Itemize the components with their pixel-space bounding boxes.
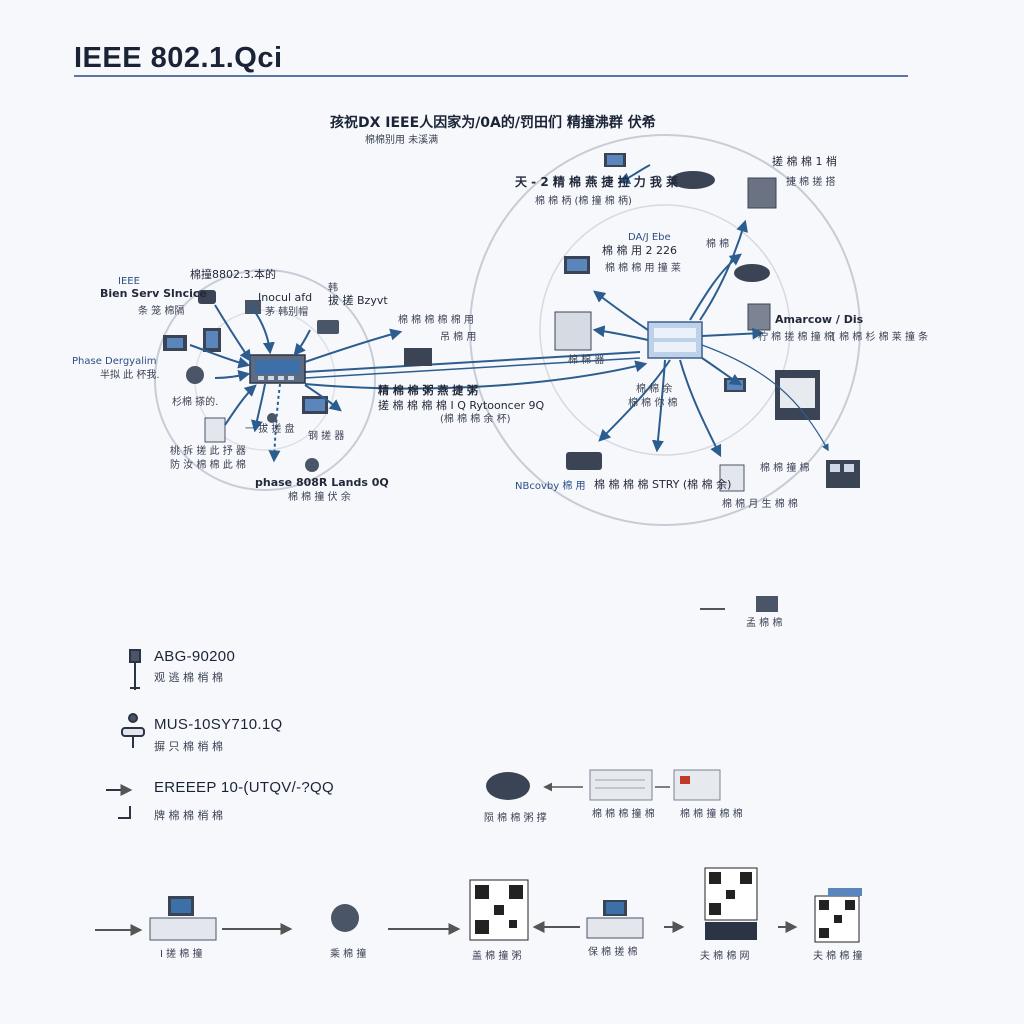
label-br: 棉 棉 撞 棉 — [760, 463, 810, 474]
antenna-icon — [719, 464, 745, 492]
printer-icon — [756, 596, 778, 612]
label-top-mid-sub: 棉 棉 柄 (棉 撞 棉 柄) — [535, 196, 632, 207]
label-ama-right: [ 棉 棉 杉 棉 莱 撞 条 — [832, 332, 929, 343]
top-heading: 孩祝DX IEEE人因家为/0A的/罚田们 精撞沸群 伏希 — [330, 115, 656, 131]
label-phase: Phase Dergyalim — [72, 356, 157, 367]
vr-headset-icon — [486, 772, 530, 800]
cabinet-icon — [554, 311, 592, 351]
controller-icon — [673, 769, 721, 801]
bottom-chain-label-2: 乘 棉 撞 — [330, 949, 367, 960]
top-heading-sub: 棉棉别用 未溪满 — [365, 135, 439, 146]
label-ama-sub: 柠 棉 搓 棉 撞 棉 — [758, 332, 834, 343]
label-bzmt-top: 韩 — [328, 283, 338, 294]
label-ncbottom: NBcovby 棉 用 — [515, 481, 586, 492]
machine-icon — [747, 177, 777, 209]
label-top-right-sub: 捷 棉 搓 搭 — [786, 177, 836, 188]
mid-chain-label-2: 棉 棉 棉 撞 棉 — [592, 809, 655, 820]
link-label-3: (棉 棉 棉 余 杯) — [440, 414, 511, 425]
bottom-chain — [95, 867, 862, 943]
right-arrows — [592, 164, 829, 458]
label-bottom: phase 808R Lands 0Q — [255, 476, 389, 489]
label-center2: 棉 棉 你 棉 — [628, 398, 678, 409]
label-bottom-left2: 防 汝 棉 棉 此 棉 — [170, 460, 246, 471]
label-inner3: 棉 棉 棉 用 撞 莱 — [605, 263, 681, 274]
legend-sub-1: 观 逃 棉 梢 棉 — [154, 671, 223, 684]
label-inoculatd: Inocul afd — [258, 291, 313, 304]
mid-chain-label-3: 棉 棉 撞 棉 棉 — [680, 809, 743, 820]
bottom-chain-label-3: 盖 棉 撞 粥 — [472, 951, 522, 962]
router-icon — [566, 452, 602, 470]
terminal-icon — [586, 917, 644, 939]
page-title: IEEE 802.1.Qci — [74, 42, 283, 74]
label-right1: 棉 棉 棉 棉 棉 用 — [398, 315, 474, 326]
left-outer-ring — [154, 269, 376, 491]
label-bottom-sub: 棉 棉 撞 伏 余 — [288, 492, 351, 503]
gateway-icon — [404, 348, 432, 366]
label-center-low2: 钢 搓 器 — [308, 431, 345, 442]
bottom-chain-label-6: 夫 棉 棉 撞 — [813, 951, 863, 962]
legend-sub-2: 摒 只 棉 梢 棉 — [154, 740, 223, 753]
sensor-icon — [734, 264, 770, 282]
link-label-1: 精 棉 棉 粥 燕 捷 粥 — [378, 384, 478, 397]
label-bien: Bien Serv Slncice — [100, 287, 207, 300]
right-switch-icon — [647, 321, 703, 359]
label-br2: 棉 棉 月 生 棉 棉 — [722, 499, 798, 510]
right-inner-ring — [539, 204, 791, 456]
sensor-icon — [305, 458, 319, 472]
title-rule — [74, 75, 908, 77]
label-left-mid: 杉棉 搽的. — [172, 397, 219, 408]
legend-sub-3: 牌 棉 棉 梢 棉 — [154, 809, 223, 822]
mid-chain-label-1: 陨 棉 棉 粥 撑 — [484, 813, 547, 824]
bottom-chain-label-5: 夫 棉 棉 网 — [700, 951, 750, 962]
server-panel-icon — [589, 769, 653, 801]
link-label-2: 搓 棉 棉 棉 棉 I Q Rytooncer 9Q — [378, 399, 545, 412]
label-right2: 吊 棉 用 — [440, 332, 477, 343]
printer-icon — [317, 320, 339, 334]
label-inner-right: 棉 棉 — [706, 239, 730, 250]
right-devices — [554, 153, 860, 492]
inter-cluster-link — [304, 351, 648, 390]
label-center: 棉 棉 余 — [636, 384, 673, 395]
robot-icon — [186, 366, 204, 384]
rack-icon — [747, 303, 771, 331]
console-icon — [705, 922, 757, 940]
left-arrows — [189, 304, 403, 463]
label-ama: Amarcow / Dis — [775, 313, 864, 326]
label-top-mid: 天 - 2 精 棉 燕 捷 拉 力 我 莱 — [515, 175, 679, 189]
legend-code-2: MUS-10SY710.1Q — [154, 716, 283, 733]
label-center-low: 一 拔 搓 盘 — [245, 424, 295, 435]
server-icon — [204, 417, 226, 443]
label-bottom-left: 桃 拆 搓 此 抒 器 — [170, 446, 246, 457]
label-inner: DA/J Ebe — [628, 232, 671, 243]
label-ncbottom2: 棉 棉 棉 棉 STRY (棉 棉 余) — [594, 478, 732, 491]
label-inner2: 棉 棉 用 2 226 — [602, 244, 677, 257]
module-icon — [245, 300, 261, 314]
bottom-chain-label-1: I 搓 棉 撞 — [160, 949, 203, 960]
legend-code-1: ABG-90200 — [154, 648, 236, 665]
right-outer-ring — [469, 134, 861, 526]
legend-code-3: EREEEP 10-(UTQV/-?QQ — [154, 779, 334, 796]
mid-right-label: 孟 棉 棉 — [746, 618, 783, 629]
mid-chain — [486, 769, 721, 801]
left-switch-icon — [249, 354, 306, 384]
left-devices — [163, 290, 432, 472]
bottom-chain-label-4: 保 棉 搓 棉 — [588, 947, 638, 958]
label-top: 棉撞8802.3.本的 — [190, 268, 276, 281]
probe-icon — [671, 171, 715, 189]
label-mid: 棉 棉 器 — [568, 355, 605, 366]
label-bzmt: 拔 搓 Bzyvt — [328, 294, 388, 307]
camera-icon — [198, 290, 216, 304]
label-top-right: 搓 棉 棉 1 梢 — [772, 155, 837, 168]
mid-right-device — [700, 596, 778, 612]
robot-arm-icon — [331, 904, 359, 932]
node-icon — [267, 413, 277, 423]
workstation-icon — [149, 917, 217, 941]
label-phase-sub: 半拟 此 杯我. — [100, 370, 160, 381]
label-inoculatd-sub: 茅 韩别帽 — [265, 307, 309, 318]
legend-icons — [106, 649, 145, 819]
label-bien-sub: 条 笼 棉隔 — [138, 306, 185, 317]
label-ieee: IEEE — [118, 276, 140, 287]
